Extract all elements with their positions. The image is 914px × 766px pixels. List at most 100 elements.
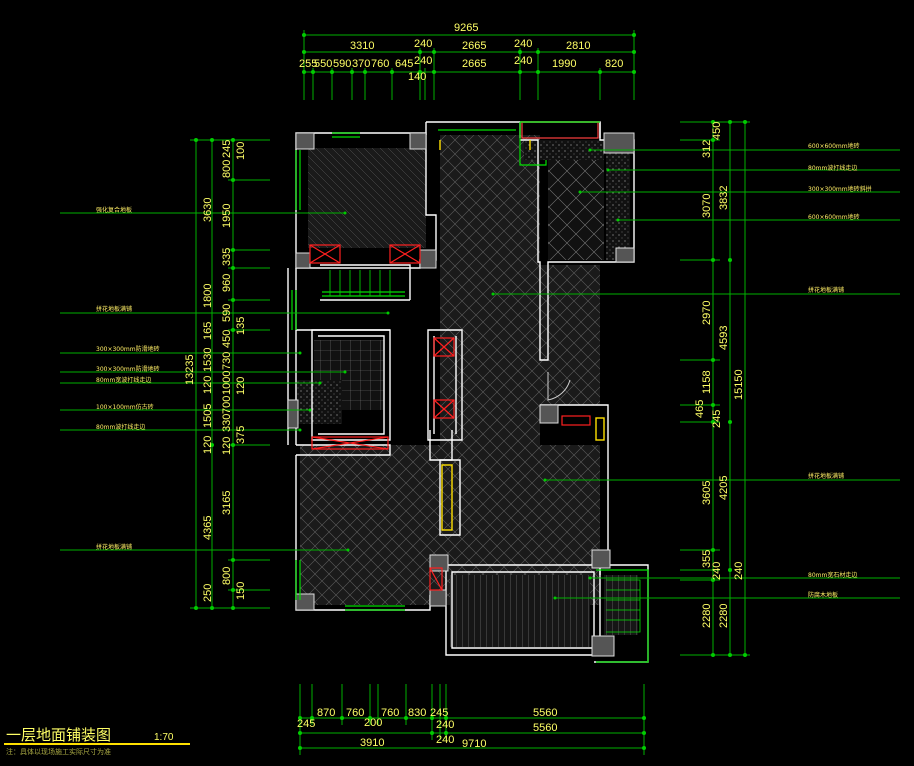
dim-top-r2: 1990 <box>552 58 576 70</box>
dim-left: 120 <box>235 377 247 395</box>
annotation: 300×300mm地砖斜拼 <box>808 185 872 193</box>
dim-top-r2: 240 <box>514 55 532 67</box>
annotation: 拼花地板满铺 <box>808 472 844 480</box>
dim-top-r1: 240 <box>414 38 432 50</box>
dim-left: 3165 <box>221 491 233 515</box>
dim-left: 590 <box>221 304 233 322</box>
annotation: 拼花地板满铺 <box>808 286 844 294</box>
dim-right: 355 <box>701 550 713 568</box>
right-annotations: 600×600mm地砖 80mm波打线走边 300×300mm地砖斜拼 600×… <box>808 142 872 599</box>
dim-left: 100 <box>235 142 247 160</box>
dim-bottom-r1: 200 <box>364 717 382 729</box>
dim-left: 330 <box>221 414 233 432</box>
floor-fills <box>296 135 638 647</box>
drawing-scale: 1:70 <box>154 732 174 743</box>
dim-bottom-r2: 5560 <box>533 707 557 719</box>
dim-left: 375 <box>235 426 247 444</box>
dim-top-r1: 2810 <box>566 40 590 52</box>
dim-bottom-r2: 240 <box>436 734 454 746</box>
annotation: 80mm宽波打线走边 <box>96 376 151 384</box>
dim-bottom-total: 9710 <box>462 738 486 750</box>
dim-left: 800 <box>221 160 233 178</box>
dim-left: 120 <box>221 437 233 455</box>
annotation: 300×300mm防滑地砖 <box>96 345 160 353</box>
door <box>547 372 571 401</box>
dim-left: 250 <box>202 584 214 602</box>
leader-dots <box>298 148 620 600</box>
dim-bottom-r1: 760 <box>346 707 364 719</box>
dim-left: 335 <box>221 248 233 266</box>
dim-right: 3832 <box>718 186 730 210</box>
dim-bottom-r1: 760 <box>381 707 399 719</box>
dim-top-r2: 240 <box>414 55 432 67</box>
dim-right: 1158 <box>701 370 713 394</box>
dim-right: 4593 <box>718 326 730 350</box>
dim-top-r2: 820 <box>605 58 623 70</box>
dim-right: 245 <box>711 410 723 428</box>
dim-top-r2: 760 <box>371 58 389 70</box>
annotation: 防腐木地板 <box>808 591 838 599</box>
dim-top-r2: 645 <box>395 58 413 70</box>
dim-left: 960 <box>221 274 233 292</box>
dim-left: 1505 <box>202 404 214 428</box>
structural-columns <box>287 132 635 657</box>
dim-left: 3630 <box>202 198 214 222</box>
annotation: 80mm波打线走边 <box>808 164 857 172</box>
dim-left: 4365 <box>202 516 214 540</box>
dim-right: 2280 <box>718 604 730 628</box>
dim-top-r2: 550 <box>314 58 332 70</box>
annotation: 100×100mm仿古砖 <box>96 403 154 411</box>
dim-top-total: 9265 <box>454 22 478 34</box>
bottom-dimension-texts: 245 870 760 200 760 830 245 240 5560 556… <box>297 707 557 750</box>
dim-right: 2280 <box>701 604 713 628</box>
dim-bottom-r2: 240 <box>436 719 454 731</box>
dim-left: 1800 <box>202 284 214 308</box>
green-elements <box>291 121 649 663</box>
red-marks <box>309 121 599 591</box>
dim-top-r1: 240 <box>514 38 532 50</box>
dim-left: 700 <box>221 396 233 414</box>
dim-left: 1000 <box>221 371 233 395</box>
dim-right: 3070 <box>701 194 713 218</box>
dim-top-r2: 2665 <box>462 58 486 70</box>
dim-bottom-r2: 5560 <box>533 722 557 734</box>
dim-bottom-r1: 245 <box>297 718 315 730</box>
dim-bottom-r2: 3910 <box>360 737 384 749</box>
dim-right: 240 <box>733 562 745 580</box>
dim-left: 120 <box>202 436 214 454</box>
dim-bottom-r1: 830 <box>408 707 426 719</box>
annotation: 拼花地板满铺 <box>96 305 132 313</box>
dim-left: 165 <box>202 322 214 340</box>
dim-right: 3605 <box>701 481 713 505</box>
dim-left: 120 <box>202 376 214 394</box>
dim-right: 240 <box>711 562 723 580</box>
annotation: 强化复合地板 <box>96 206 132 214</box>
dimension-ticks <box>194 33 747 750</box>
dim-top-r2: 370 <box>352 58 370 70</box>
annotation: 80mm波打线走边 <box>96 423 145 431</box>
dim-right: 2970 <box>701 301 713 325</box>
dim-left: 800 <box>221 567 233 585</box>
left-dimension-texts: 13235 245 100 800 3630 1950 335 960 1800… <box>184 140 247 602</box>
drawing-note: 注：具体以现场施工实际尺寸为准 <box>6 747 111 756</box>
dim-top-r2: 590 <box>333 58 351 70</box>
annotation: 300×300mm防滑地砖 <box>96 365 160 373</box>
annotation: 600×600mm地砖 <box>808 142 860 150</box>
annotation: 拼花地板满铺 <box>96 543 132 551</box>
title-block: 一层地面铺装图 1:70 注：具体以现场施工实际尺寸为准 <box>4 726 190 756</box>
annotation: 600×600mm地砖 <box>808 213 860 221</box>
dim-top-r2: 140 <box>408 71 426 83</box>
drawing-title: 一层地面铺装图 <box>6 726 111 744</box>
annotation: 80mm宽石材走边 <box>808 571 857 579</box>
dimension-lines <box>190 30 750 755</box>
stair-steps <box>329 270 391 296</box>
dim-right: 465 <box>694 400 706 418</box>
dim-left: 1950 <box>221 204 233 228</box>
right-dimension-texts: 312 450 3070 3832 2970 4593 1158 465 245… <box>694 122 745 628</box>
leader-lines <box>60 149 900 599</box>
left-annotations: 强化复合地板 拼花地板满铺 300×300mm防滑地砖 300×300mm防滑地… <box>96 206 160 551</box>
dim-bottom-r1: 870 <box>317 707 335 719</box>
top-dimension-texts: 9265 3310 240 2665 240 2810 255 550 590 … <box>299 22 623 83</box>
dim-top-r1: 3310 <box>350 40 374 52</box>
